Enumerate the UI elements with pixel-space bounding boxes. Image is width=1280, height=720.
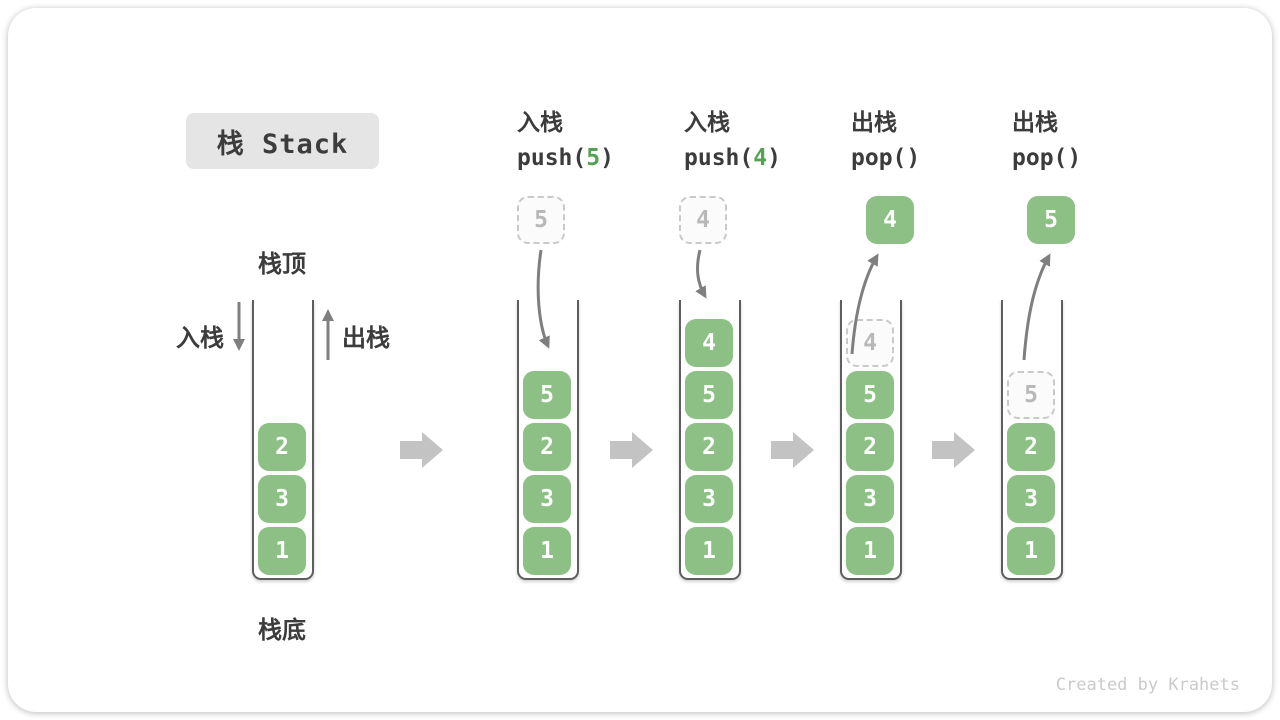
operation-code-part: push( — [517, 145, 587, 171]
operation-label-3: 出栈 pop() — [851, 107, 920, 173]
operation-code-part: ) — [767, 145, 781, 171]
stage-arrow-1 — [400, 432, 443, 468]
stack-cell-1: 1 — [846, 527, 894, 575]
operation-code: push(4) — [684, 143, 781, 173]
operation-code-part: ) — [600, 145, 614, 171]
stack-cell-5: 5 — [523, 371, 571, 419]
operation-code-part: 4 — [753, 145, 768, 171]
stack-cell-3: 3 — [1007, 475, 1055, 523]
stack-cell-4: 4 — [685, 319, 733, 367]
stack-cell-4: 4 — [846, 319, 894, 367]
stage-arrow-4 — [932, 432, 975, 468]
stack-cell-3: 3 — [258, 475, 306, 523]
push4-arrow — [695, 249, 707, 299]
stack-cell-2: 2 — [258, 423, 306, 471]
stack-cell-3: 3 — [846, 475, 894, 523]
stack-cell-1: 1 — [523, 527, 571, 575]
title-badge: 栈 Stack — [186, 113, 379, 169]
stack-cell-5: 5 — [846, 371, 894, 419]
stack-cell-2: 2 — [846, 423, 894, 471]
push-label: 入栈 — [176, 325, 224, 352]
operation-name: 入栈 — [684, 109, 730, 135]
stack-top-label: 栈顶 — [258, 251, 306, 278]
stage-arrow-3 — [771, 432, 814, 468]
operation-code-part: ) — [906, 145, 921, 171]
stack-cell-2: 2 — [685, 423, 733, 471]
stack-cell-1: 1 — [685, 527, 733, 575]
operation-label-2: 入栈 push(4) — [684, 107, 781, 173]
stack-cell-5: 5 — [1007, 371, 1055, 419]
operation-name: 入栈 — [517, 109, 563, 135]
operation-code-part: pop( — [1012, 145, 1068, 171]
popped-element-4: 4 — [866, 196, 914, 244]
stack-cell-2: 2 — [1007, 423, 1055, 471]
watermark: Created by Krahets — [1055, 675, 1240, 695]
pop-label: 出栈 — [342, 325, 390, 352]
operation-name: 出栈 — [1012, 109, 1058, 135]
popped-element-5: 5 — [1027, 196, 1075, 244]
stage-arrow-2 — [610, 432, 653, 468]
operation-name: 出栈 — [851, 109, 897, 135]
operation-code-part: pop( — [851, 145, 907, 171]
operation-code: pop() — [1012, 143, 1081, 173]
operation-code-part: ) — [1067, 145, 1082, 171]
stack-cell-3: 3 — [523, 475, 571, 523]
stack-bottom-label: 栈底 — [258, 617, 306, 644]
stack-cell-1: 1 — [258, 527, 306, 575]
incoming-element-4: 4 — [679, 196, 727, 244]
operation-code: pop() — [851, 143, 920, 173]
operation-code-part: push( — [684, 145, 754, 171]
stack-cell-3: 3 — [685, 475, 733, 523]
stack-cell-2: 2 — [523, 423, 571, 471]
operation-code-part: 5 — [586, 145, 601, 171]
operation-code: push(5) — [517, 143, 614, 173]
operation-label-4: 出栈 pop() — [1012, 107, 1081, 173]
stack-cell-1: 1 — [1007, 527, 1055, 575]
operation-label-1: 入栈 push(5) — [517, 107, 614, 173]
incoming-element-5: 5 — [517, 196, 565, 244]
stack-cell-5: 5 — [685, 371, 733, 419]
